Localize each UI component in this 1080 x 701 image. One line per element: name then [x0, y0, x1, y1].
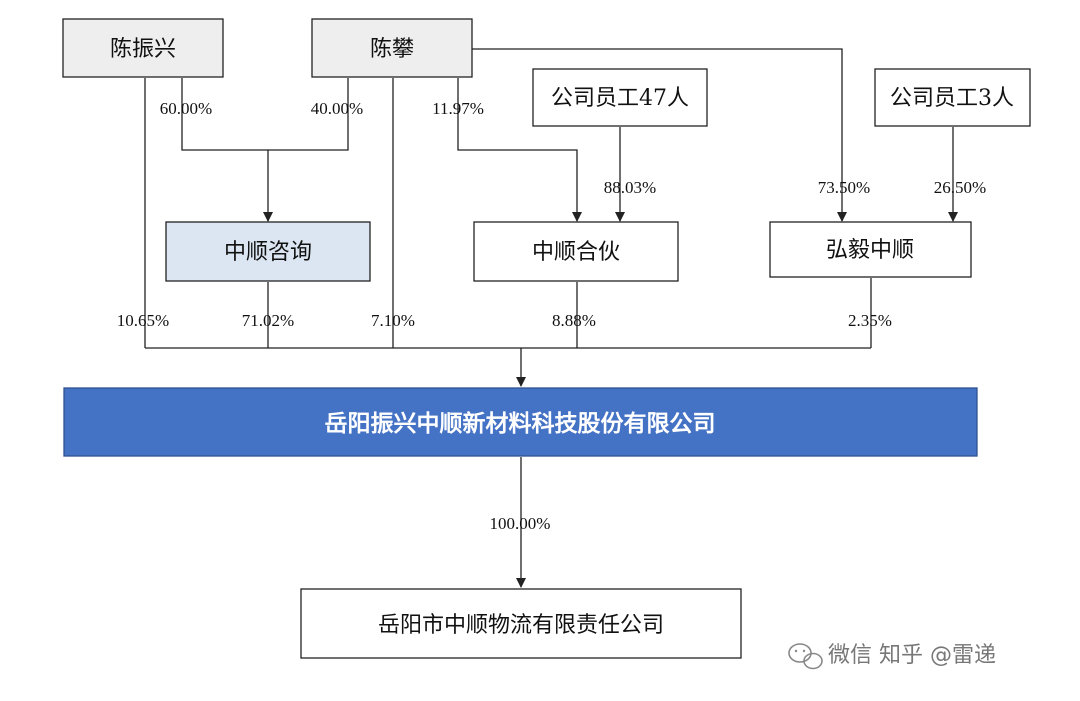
share-staff3-hongyi: 26.50% [934, 178, 986, 197]
share-partner-main: 8.88% [552, 311, 596, 330]
watermark: 微信 知乎 @雷递 [788, 643, 996, 670]
share-zhenxing-consult: 60.00% [160, 99, 212, 118]
label-zhongshun-partner: 中顺合伙 [532, 240, 620, 265]
share-main-logistics: 100.00% [490, 514, 551, 533]
label-hongyi-zhongshun: 弘毅中顺 [826, 238, 914, 263]
share-pan-main: 7.10% [371, 311, 415, 330]
line-pan-partner [457, 78, 582, 222]
label-zhongshun-consult: 中顺咨询 [224, 240, 312, 265]
label-chen-zhenxing: 陈振兴 [110, 37, 176, 62]
wechat-icon [788, 643, 823, 670]
share-pan-hongyi: 73.50% [818, 178, 870, 197]
share-staff47-partner: 88.03% [604, 178, 656, 197]
label-logistics: 岳阳市中顺物流有限责任公司 [378, 613, 664, 638]
label-staff-3: 公司员工3人 [890, 86, 1014, 111]
connector-lines [144, 48, 958, 588]
node-hongyi-zhongshun: 弘毅中顺 [769, 221, 972, 278]
node-chen-zhenxing: 陈振兴 [62, 18, 224, 78]
share-pan-partner: 11.97% [432, 99, 484, 118]
node-main-company: 岳阳振兴中顺新材料科技股份有限公司 [63, 387, 978, 457]
share-labels: 60.00% 40.00% 11.97% 88.03% 73.50% 26.50… [117, 99, 986, 533]
share-hongyi-main: 2.35% [848, 311, 892, 330]
node-zhongshun-partner: 中顺合伙 [473, 221, 679, 282]
label-main-company: 岳阳振兴中顺新材料科技股份有限公司 [325, 410, 716, 437]
node-staff-3: 公司员工3人 [874, 68, 1031, 127]
share-zhenxing-main: 10.65% [117, 311, 169, 330]
share-consult-main: 71.02% [242, 311, 294, 330]
share-pan-consult: 40.00% [311, 99, 363, 118]
node-logistics: 岳阳市中顺物流有限责任公司 [300, 588, 742, 659]
line-pan-consult [268, 78, 349, 151]
node-chen-pan: 陈攀 [311, 18, 473, 78]
label-chen-pan: 陈攀 [370, 37, 414, 62]
watermark-text: 微信 知乎 @雷递 [828, 643, 996, 668]
node-staff-47: 公司员工47人 [532, 68, 708, 127]
label-staff-47: 公司员工47人 [551, 86, 689, 111]
line-pan-hongyi [472, 48, 847, 222]
node-zhongshun-consult: 中顺咨询 [165, 221, 371, 282]
line-zhenxing-consult [181, 78, 273, 222]
